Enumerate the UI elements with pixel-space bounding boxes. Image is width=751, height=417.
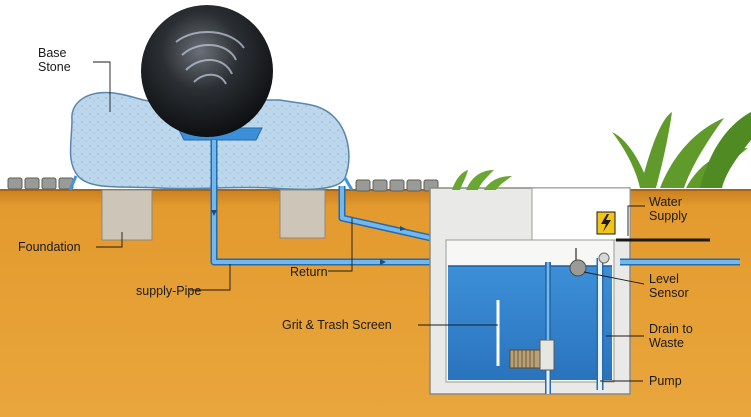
paving-stones-right	[355, 179, 439, 192]
fill-valve	[596, 252, 740, 390]
paving-stones-left	[7, 177, 74, 190]
leader-lines	[93, 61, 645, 382]
label-return: Return	[290, 265, 328, 279]
grass-left-tuft	[452, 170, 512, 190]
level-sensor	[569, 248, 587, 277]
label-grit-trash-screen: Grit & Trash Screen	[282, 318, 392, 332]
grass-right	[612, 112, 751, 188]
foundation-left	[101, 189, 153, 241]
label-foundation: Foundation	[18, 240, 81, 254]
label-supply-pipe: supply-Pipe	[136, 284, 202, 298]
lightning-bolt-warning-icon	[596, 211, 616, 235]
base-stone	[69, 91, 350, 191]
overflow-water	[68, 175, 354, 191]
water-swirl-highlight	[175, 31, 245, 85]
foundation-right	[279, 189, 326, 239]
flow-arrows	[211, 210, 406, 265]
label-drain-to-waste: Drain to Waste	[649, 322, 693, 350]
stone-sphere	[141, 5, 273, 137]
label-level-sensor: Level Sensor	[649, 272, 689, 300]
label-base-stone: Base Stone	[38, 46, 71, 74]
label-water-supply: Water Supply	[649, 195, 688, 223]
label-pump: Pump	[649, 374, 682, 388]
pump	[509, 339, 555, 371]
